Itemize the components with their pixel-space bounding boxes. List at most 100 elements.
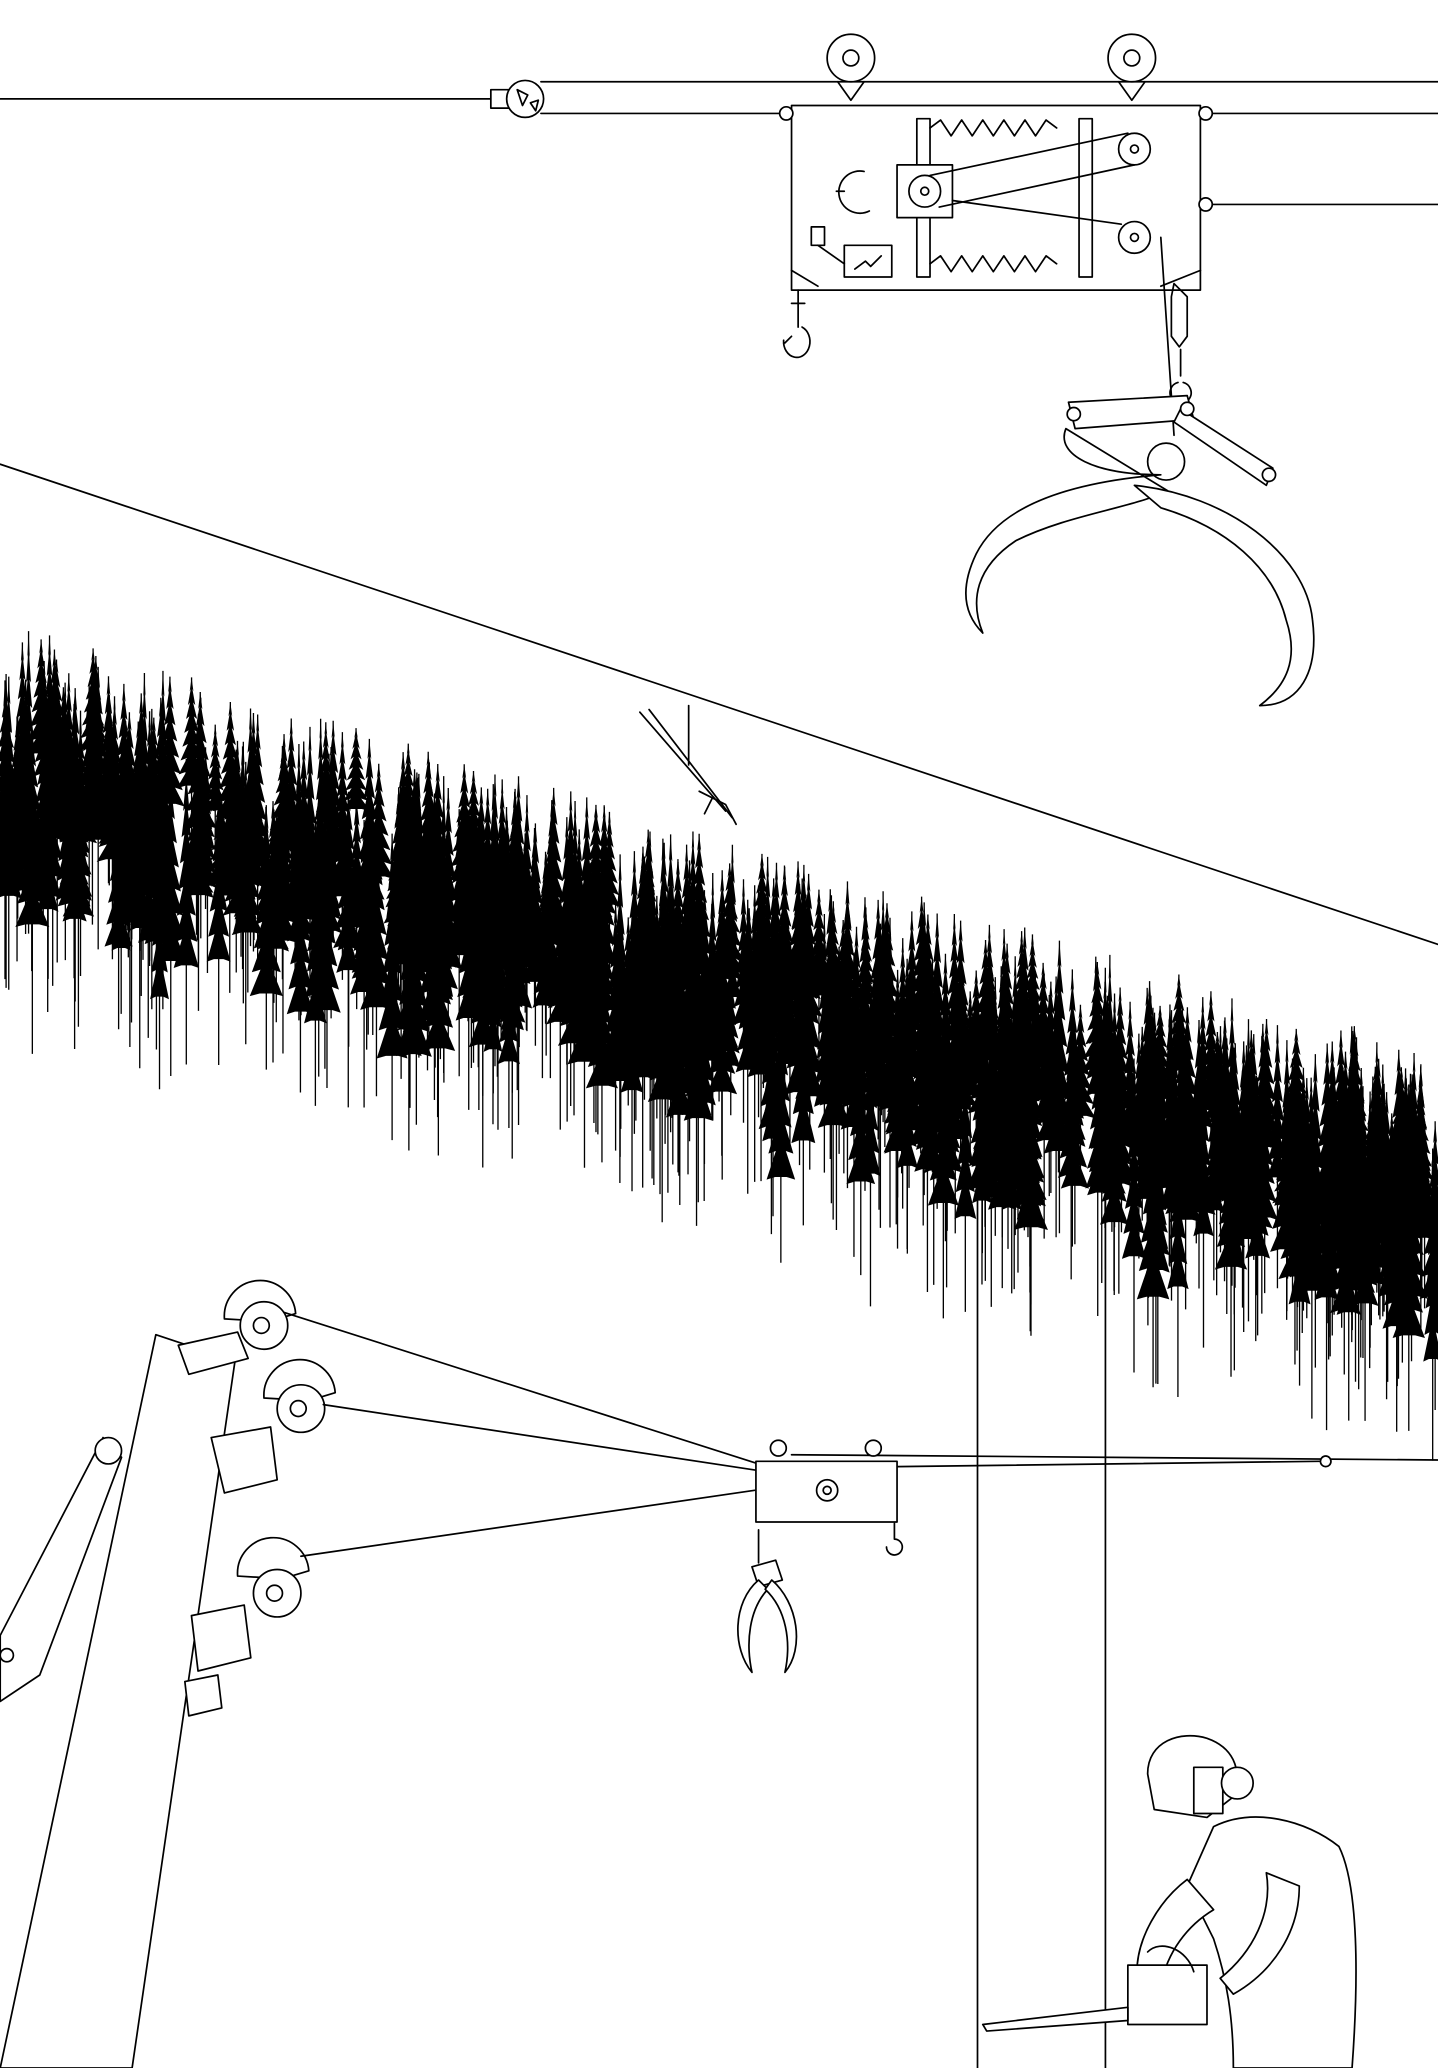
tree [898, 911, 926, 1129]
tree [870, 903, 904, 1102]
tree [173, 758, 199, 1065]
tree [383, 794, 414, 970]
tree [313, 827, 341, 1088]
tree [789, 878, 816, 1130]
tree [183, 793, 214, 964]
tree [1196, 991, 1226, 1202]
chainsaw-bar [981, 2006, 1129, 2032]
tree [98, 715, 130, 882]
tree [814, 914, 835, 1173]
tree [0, 687, 23, 893]
hook-icon [782, 289, 811, 359]
tree [1234, 1030, 1269, 1246]
tree [1288, 1067, 1319, 1311]
tree [1266, 1025, 1289, 1289]
swivel-pulley [489, 79, 545, 119]
tree [1311, 1043, 1343, 1324]
tree [176, 677, 207, 868]
spring [929, 255, 1058, 273]
tree [422, 841, 449, 1068]
tree [396, 743, 420, 894]
tree [1020, 934, 1045, 1096]
tree [1224, 1047, 1245, 1218]
tree [1034, 995, 1064, 1197]
tree [567, 829, 591, 1020]
spring [929, 119, 1058, 137]
carriage-detail [0, 33, 1438, 707]
tree [520, 823, 551, 1046]
main-line [322, 1403, 760, 1472]
tree [14, 724, 49, 972]
tree [396, 851, 422, 1151]
tree [683, 925, 713, 1203]
tree [1392, 1134, 1425, 1431]
tree [469, 859, 497, 1168]
tree [500, 791, 530, 1033]
tree [944, 920, 977, 1151]
tree [206, 761, 231, 1065]
tree [1102, 1065, 1126, 1291]
tree [884, 1000, 909, 1225]
tree [55, 743, 75, 961]
tree [10, 642, 35, 899]
tree [1179, 1076, 1214, 1244]
tree [915, 967, 949, 1151]
tree [1117, 1001, 1143, 1206]
tree [1387, 1137, 1410, 1379]
sheave [210, 1358, 337, 1494]
tree [560, 803, 582, 1107]
main-skyline-cable [0, 463, 1438, 946]
tree [27, 731, 60, 925]
tree [1145, 1082, 1170, 1384]
tree [469, 801, 493, 955]
log-grapple [965, 394, 1315, 707]
tree [746, 853, 778, 1015]
logger-with-chainsaw [981, 1734, 1357, 2068]
tree [249, 805, 283, 1070]
tree [590, 807, 618, 1074]
tree [720, 949, 741, 1116]
yarder-tower [0, 1279, 337, 2068]
tree [111, 762, 131, 1014]
tree [298, 726, 322, 998]
tree [266, 784, 300, 1054]
tree [79, 664, 106, 925]
tree [225, 740, 250, 917]
tree [1137, 1008, 1158, 1225]
tree [538, 800, 566, 1001]
tree [631, 846, 655, 1028]
skyline-cable [790, 1453, 1438, 1461]
tree [354, 738, 385, 1000]
tree [1193, 1045, 1214, 1348]
tree [1378, 1148, 1398, 1382]
tree [927, 1005, 959, 1319]
tree [1085, 956, 1107, 1162]
tree [1003, 990, 1033, 1273]
tree [311, 718, 330, 992]
tree [575, 843, 602, 1032]
carriage-wheel [826, 33, 876, 102]
face-shield [1192, 1766, 1224, 1815]
tree [850, 897, 880, 1191]
tree [735, 899, 760, 1194]
carriage-wheel [1107, 33, 1157, 102]
tree [1419, 1121, 1438, 1410]
sheave [177, 1279, 297, 1376]
tree [961, 970, 992, 1170]
tree [341, 728, 371, 877]
chainsaw-body [1126, 1964, 1208, 2026]
tree [145, 697, 177, 975]
carriage [737, 1439, 904, 1674]
tree [637, 889, 671, 1185]
tree [607, 907, 635, 1129]
sheave [183, 1536, 310, 1717]
distant-carriage [639, 704, 738, 826]
tree [831, 881, 864, 1189]
tree [405, 773, 433, 1058]
tree [330, 732, 355, 928]
tree [971, 1023, 1000, 1216]
tower-brace [0, 1436, 123, 1703]
tree [665, 927, 694, 1205]
tree [415, 845, 443, 1053]
